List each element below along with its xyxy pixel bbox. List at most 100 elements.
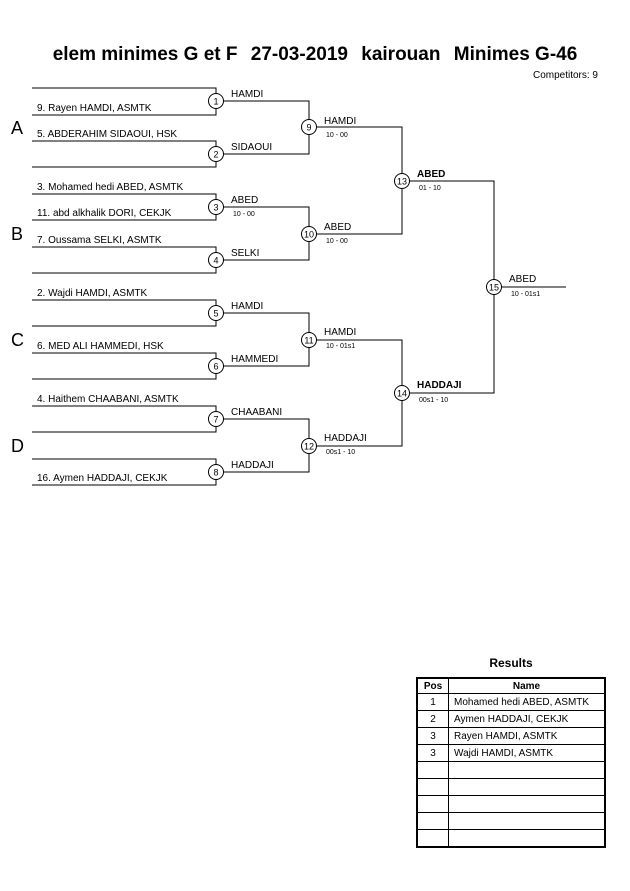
svg-text:11: 11 — [304, 336, 313, 346]
match-circle: 3 — [208, 199, 224, 215]
pos-cell: 3 — [416, 727, 449, 745]
svg-text:15: 15 — [489, 283, 499, 293]
entrant-name: 4. Haithem CHAABANI, ASMTK — [37, 394, 179, 405]
pos-header: Pos — [416, 677, 449, 694]
pos-cell: 1 — [416, 693, 449, 711]
entrant-name: 11. abd alkhalik DORI, CEKJK — [37, 208, 172, 219]
event-name: elem minimes G et F — [52, 44, 238, 65]
pool-label: B — [11, 224, 23, 244]
event-location: kairouan — [361, 44, 441, 65]
svg-text:4: 4 — [213, 256, 218, 266]
page-title: elem minimes G et F 27-03-2019 kairouan … — [0, 44, 630, 66]
match-score: 00s1 - 10 — [419, 397, 448, 404]
match-score: 10 - 00 — [326, 132, 348, 139]
match-winner: HADDAJI — [231, 460, 274, 471]
match-winner: HADDAJI — [324, 433, 367, 444]
pos-cell — [416, 778, 449, 796]
pos-cell: 2 — [416, 710, 449, 728]
table-row — [416, 778, 606, 796]
name-cell — [448, 795, 606, 813]
name-cell: Mohamed hedi ABED, ASMTK — [448, 693, 606, 711]
match-winner: HADDAJI — [417, 380, 462, 391]
name-cell — [448, 778, 606, 796]
match-circle: 12 — [301, 438, 317, 454]
entrant-name: 16. Aymen HADDAJI, CEKJK — [37, 473, 168, 484]
results-title: Results — [489, 656, 533, 670]
table-row — [416, 829, 606, 848]
match-winner: ABED — [231, 195, 258, 206]
match-number-circles: 1 2 3 4 5 6 7 8 9 10 11 12 13 14 15 — [208, 93, 502, 480]
entrants: 9. Rayen HAMDI, ASMTK 5. ABDERAHIM SIDAO… — [37, 103, 184, 484]
name-header: Name — [448, 677, 606, 694]
entrant-name: 2. Wajdi HAMDI, ASMTK — [37, 288, 148, 299]
match-circle: 1 — [208, 93, 224, 109]
table-row — [416, 812, 606, 830]
svg-text:3: 3 — [213, 203, 218, 213]
competitors-count: Competitors: 9 — [532, 70, 598, 81]
entrant-name: 7. Oussama SELKI, ASMTK — [37, 235, 162, 246]
svg-text:13: 13 — [397, 177, 407, 187]
entrant-name: 5. ABDERAHIM SIDAOUI, HSK — [37, 129, 177, 140]
round1-lines — [32, 87, 217, 486]
pool-label: C — [11, 330, 24, 350]
pool-label: A — [11, 118, 23, 138]
name-cell — [448, 812, 606, 830]
pos-cell — [416, 761, 449, 779]
match-circle: 9 — [301, 119, 317, 135]
svg-text:9: 9 — [306, 123, 311, 133]
match-winner: ABED — [417, 169, 445, 180]
match-circle: 7 — [208, 411, 224, 427]
match-winner: HAMDI — [231, 89, 263, 100]
match-circle: 10 — [301, 226, 317, 242]
event-date: 27-03-2019 — [250, 44, 348, 65]
svg-text:8: 8 — [213, 468, 218, 478]
match-results: HAMDI SIDAOUI ABED 10 - 00 SELKI HAMDI H… — [231, 89, 540, 471]
match-circle: 6 — [208, 358, 224, 374]
match-winner: SELKI — [231, 248, 259, 259]
name-cell — [448, 761, 606, 779]
match-winner: CHAABANI — [231, 407, 282, 418]
match-score: 01 - 10 — [419, 185, 441, 192]
name-cell: Rayen HAMDI, ASMTK — [448, 727, 606, 745]
match-winner: HAMDI — [324, 116, 356, 127]
match-score: 10 - 01s1 — [511, 291, 540, 298]
svg-text:14: 14 — [397, 389, 407, 399]
match-score: 10 - 01s1 — [326, 343, 355, 350]
event-category: Minimes G-46 — [453, 44, 578, 65]
match-circle: 4 — [208, 252, 224, 268]
svg-text:10: 10 — [304, 230, 314, 240]
match-circle: 13 — [394, 173, 410, 189]
pos-cell — [416, 829, 449, 848]
table-row — [416, 761, 606, 779]
match-winner: HAMDI — [231, 301, 263, 312]
match-circle: 15 — [486, 279, 502, 295]
svg-text:1: 1 — [213, 97, 218, 107]
pos-cell — [416, 795, 449, 813]
match-winner: SIDAOUI — [231, 142, 272, 153]
entrant-name: 3. Mohamed hedi ABED, ASMTK — [37, 182, 184, 193]
match-winner: HAMMEDI — [231, 354, 278, 365]
name-cell: Aymen HADDAJI, CEKJK — [448, 710, 606, 728]
final-lines — [402, 180, 566, 394]
match-circle: 8 — [208, 464, 224, 480]
table-row — [416, 795, 606, 813]
match-winner: ABED — [509, 274, 536, 285]
match-circle: 5 — [208, 305, 224, 321]
match-circle: 11 — [301, 332, 317, 348]
entrant-name: 6. MED ALI HAMMEDI, HSK — [37, 341, 164, 352]
pos-cell: 3 — [416, 744, 449, 762]
pos-cell — [416, 812, 449, 830]
match-winner: HAMDI — [324, 327, 356, 338]
svg-text:6: 6 — [213, 362, 218, 372]
entrant-name: 9. Rayen HAMDI, ASMTK — [37, 103, 152, 114]
round3-lines — [309, 126, 403, 447]
name-cell: Wajdi HAMDI, ASMTK — [448, 744, 606, 762]
svg-text:5: 5 — [213, 309, 218, 319]
name-cell — [448, 829, 606, 848]
